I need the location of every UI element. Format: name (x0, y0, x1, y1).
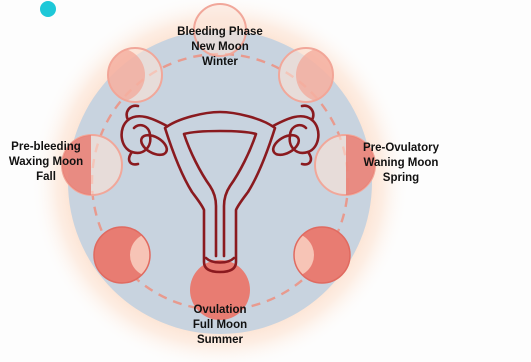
phase-name: Pre-bleeding (0, 140, 92, 155)
phase-name: Bleeding Phase (160, 25, 280, 40)
corner-dot-icon (40, 1, 56, 17)
pre-ovulatory-phase-label: Pre-Ovulatory Waning Moon Spring (352, 141, 450, 186)
moon-phase: Full Moon (170, 318, 270, 333)
ovulation-phase-label: Ovulation Full Moon Summer (170, 303, 270, 348)
season: Winter (160, 55, 280, 70)
moon-phase: New Moon (160, 40, 280, 55)
moon-phase: Waxing Moon (0, 155, 92, 170)
bleeding-phase-label: Bleeding Phase New Moon Winter (160, 25, 280, 70)
phase-name: Ovulation (170, 303, 270, 318)
season: Fall (0, 170, 92, 185)
pre-bleeding-phase-label: Pre-bleeding Waxing Moon Fall (0, 140, 92, 185)
phase-name: Pre-Ovulatory (352, 141, 450, 156)
season: Summer (170, 333, 270, 348)
season: Spring (352, 171, 450, 186)
moon-phase: Waning Moon (352, 156, 450, 171)
